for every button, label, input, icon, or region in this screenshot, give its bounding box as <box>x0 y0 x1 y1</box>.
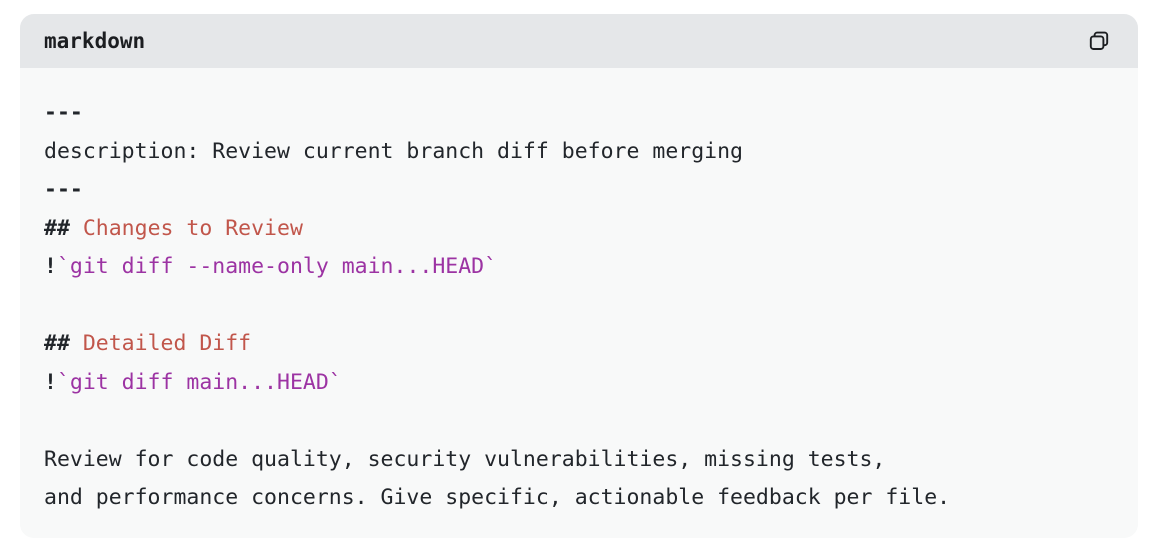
code-line <box>44 402 1114 441</box>
language-label: markdown <box>44 28 146 53</box>
plain-text: Review for code quality, security vulner… <box>44 446 886 472</box>
inline-code-text: `git diff main...HEAD` <box>56 369 342 395</box>
heading-text: Changes to Review <box>82 215 303 241</box>
code-line: and performance concerns. Give specific,… <box>44 479 1114 518</box>
inline-code-text: `git diff --name-only main...HEAD` <box>56 254 498 279</box>
plain-text <box>44 408 57 433</box>
code-line: --- <box>44 94 1114 133</box>
code-line: !`git diff --name-only main...HEAD` <box>44 248 1114 287</box>
plain-text: and performance concerns. Give specific,… <box>44 485 951 510</box>
frontmatter-rule: --- <box>44 177 83 202</box>
copy-icon <box>1086 28 1112 54</box>
code-line: !`git diff main...HEAD` <box>44 364 1114 403</box>
code-line: ## Detailed Diff <box>44 325 1114 364</box>
frontmatter-rule: --- <box>44 100 83 125</box>
plain-text: description: Review current branch diff … <box>44 138 743 164</box>
code-line: --- <box>44 171 1114 210</box>
heading-marker: ## <box>44 215 83 241</box>
code-line-list: --- description: Review current branch di… <box>44 94 1114 518</box>
heading-marker: ## <box>44 331 83 356</box>
code-line: Review for code quality, security vulner… <box>44 441 1114 480</box>
copy-button[interactable] <box>1082 24 1116 58</box>
code-line <box>44 287 1114 326</box>
heading-text: Detailed Diff <box>82 331 252 356</box>
code-card-header: markdown <box>20 14 1138 68</box>
code-line: description: Review current branch diff … <box>44 133 1114 172</box>
markdown-source-body: --- description: Review current branch di… <box>20 68 1138 538</box>
code-line: ## Changes to Review <box>44 210 1114 249</box>
bang-marker: ! <box>44 369 57 395</box>
bang-marker: ! <box>44 254 57 279</box>
markdown-code-card: markdown --- description: Review current … <box>20 14 1138 538</box>
plain-text <box>44 293 57 318</box>
